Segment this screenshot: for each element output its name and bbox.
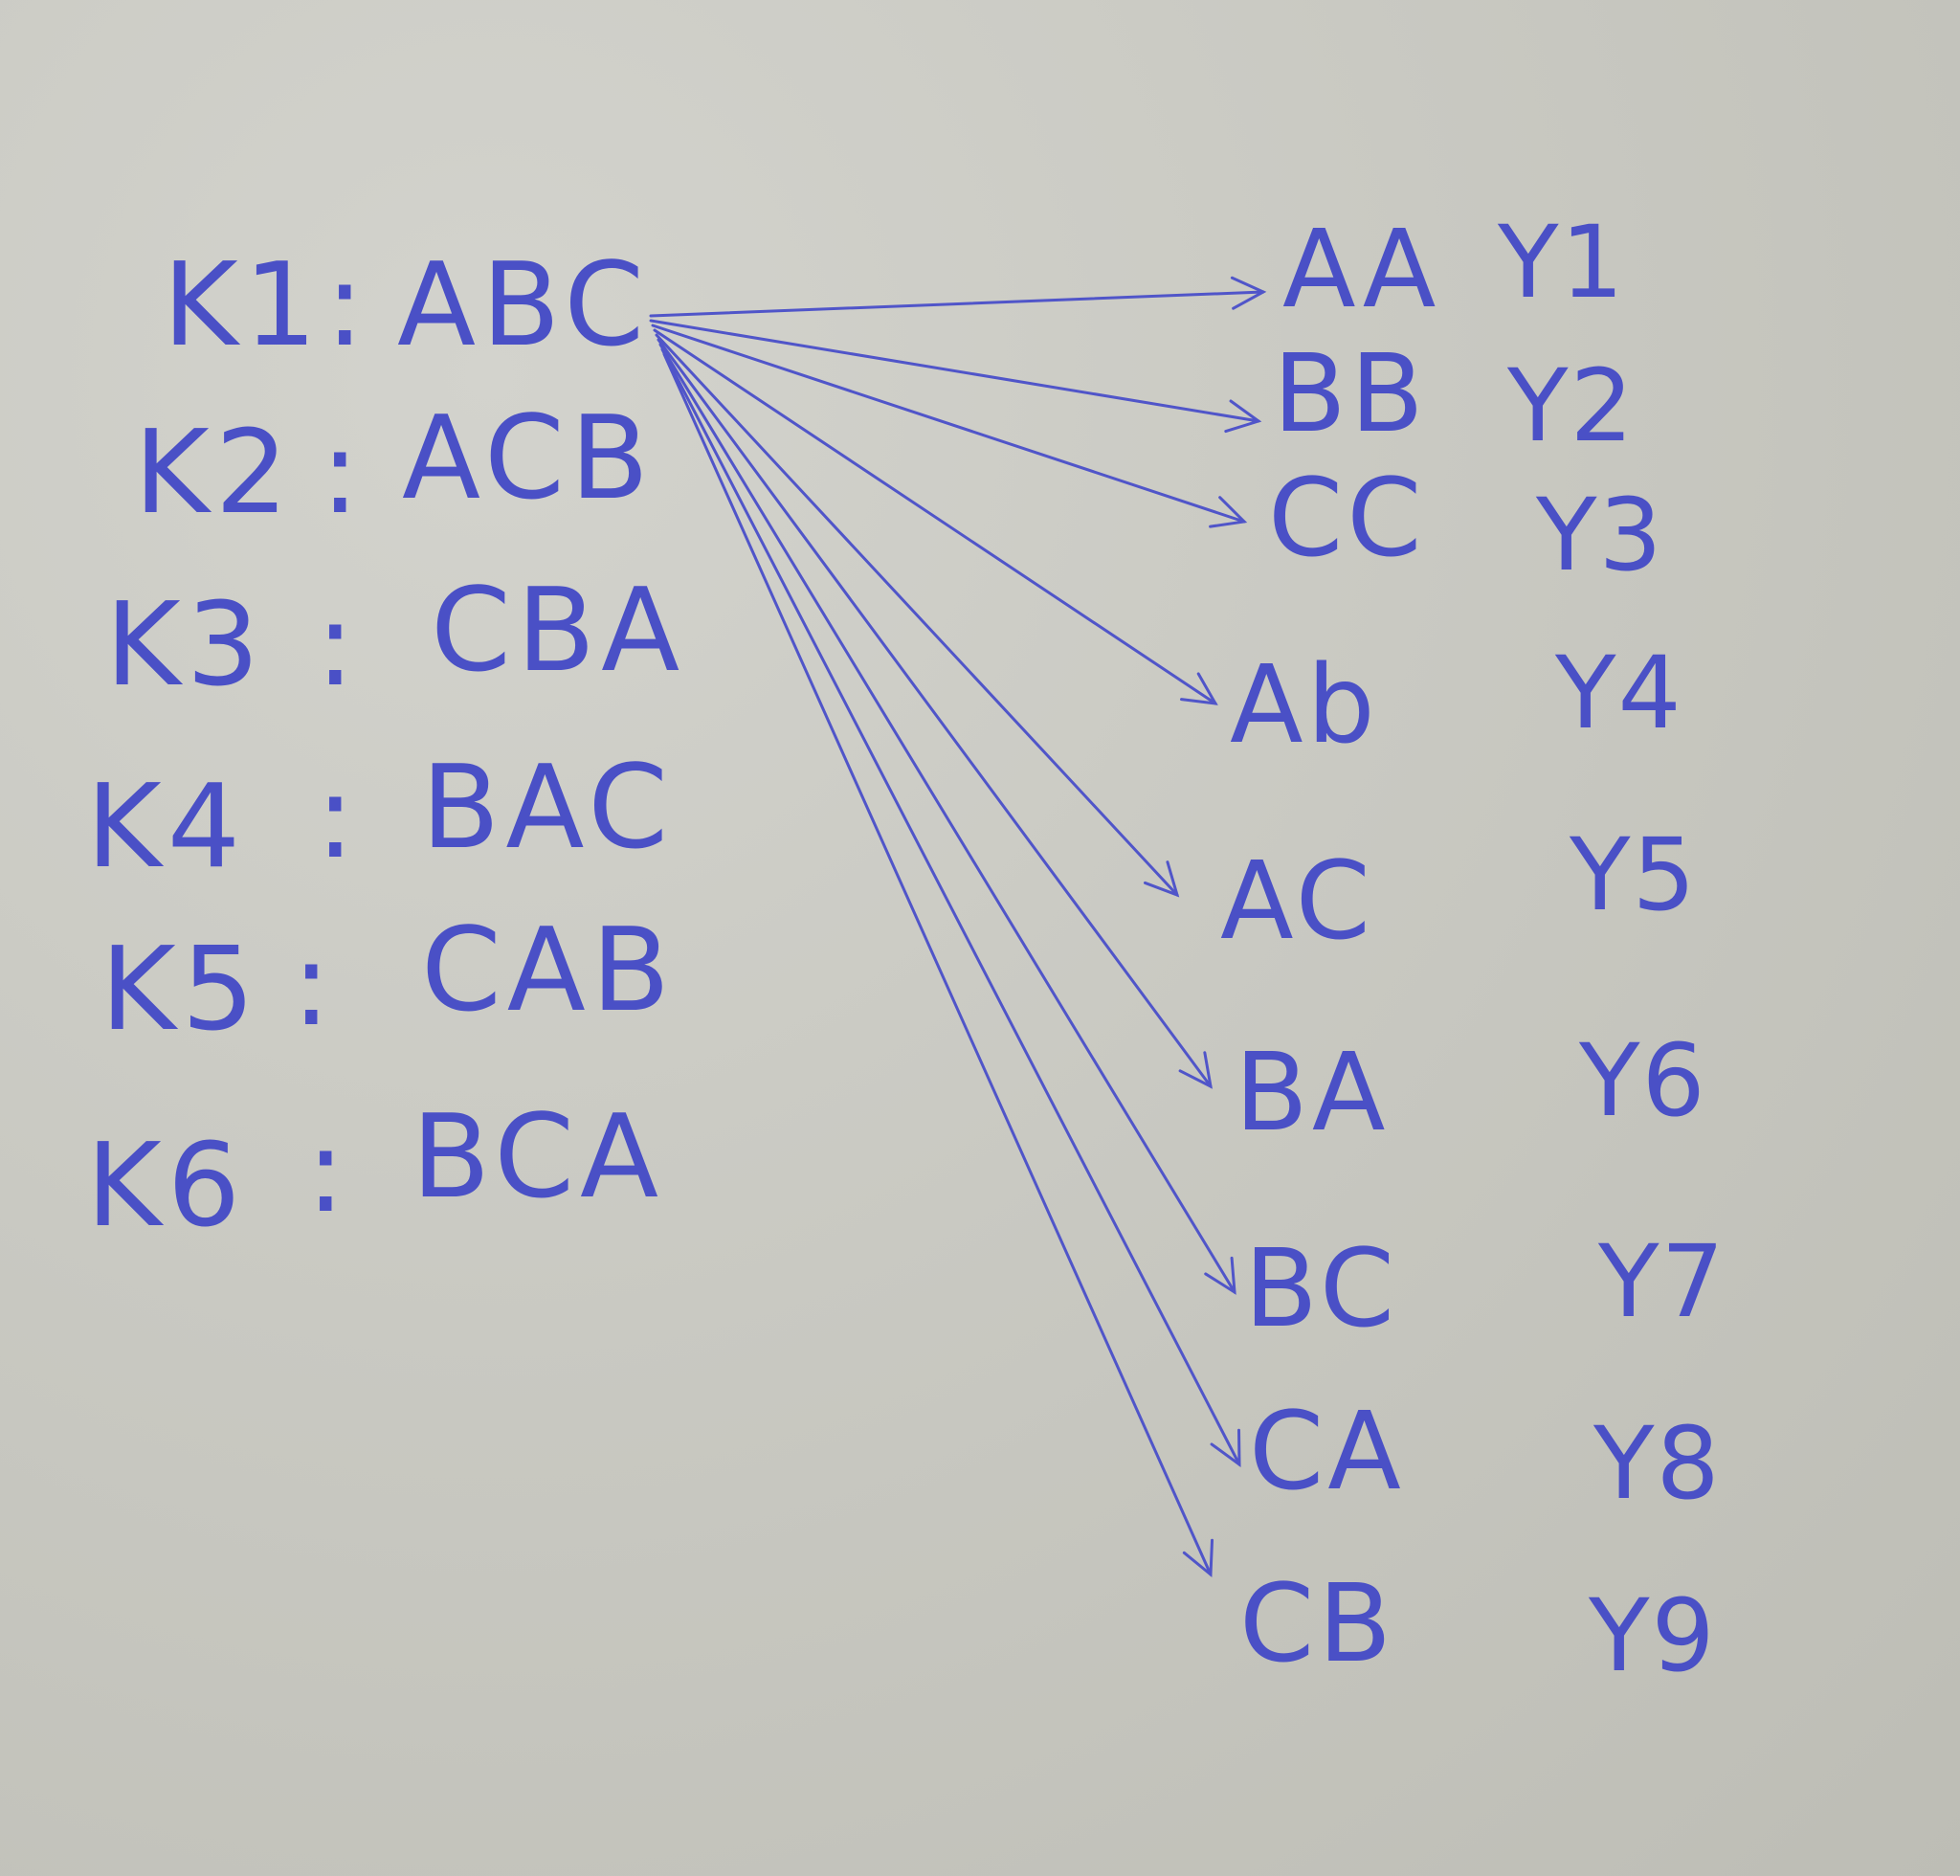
arrow-group — [649, 276, 1267, 1578]
arrow-to-aa — [649, 276, 1267, 318]
key-separator: : — [306, 1106, 350, 1239]
key-label: K5 — [100, 924, 260, 1057]
key-row: K3 : CBA — [105, 565, 685, 712]
arrow-to-bb — [649, 319, 1262, 434]
key-row: K2 : ACB — [134, 392, 655, 540]
target-pair: BB — [1273, 332, 1428, 457]
target-pair: Ab — [1230, 643, 1379, 768]
key-permutation: ABC — [397, 239, 650, 372]
target-list: AA BB CC Ab AC BA BC CA CB — [1220, 208, 1439, 1686]
y-label: Y1 — [1497, 204, 1626, 321]
arrow-to-cc — [651, 324, 1248, 528]
y-label: Y9 — [1588, 1577, 1717, 1694]
arrow-to-ca — [660, 347, 1241, 1467]
key-permutation: BCA — [412, 1091, 664, 1224]
key-label: K4 — [86, 761, 246, 894]
key-separator: : — [292, 919, 336, 1052]
key-row: K6 : BCA — [86, 1091, 664, 1253]
key-separator: : — [321, 407, 365, 540]
key-label: K3 — [105, 579, 265, 712]
target-pair: BA — [1235, 1031, 1389, 1155]
arrow-to-ab — [653, 328, 1218, 705]
key-separator: : — [316, 579, 360, 712]
target-pair: AA — [1282, 208, 1439, 332]
key-row: K1 : ABC — [163, 239, 650, 372]
key-permutation: BAC — [421, 742, 674, 875]
key-separator: : — [316, 751, 360, 884]
key-list: K1 : ABC K2 : ACB K3 : CBA K4 : BAC K5 :… — [86, 239, 685, 1253]
target-pair: BC — [1244, 1227, 1398, 1351]
y-label: Y4 — [1554, 635, 1683, 751]
arrow-to-bc — [658, 343, 1236, 1295]
key-label: K1 — [163, 239, 323, 372]
arrow-to-cb — [662, 352, 1214, 1578]
arrow-to-ba — [657, 338, 1213, 1089]
key-label: K6 — [86, 1120, 246, 1253]
key-separator: : — [325, 239, 369, 372]
key-permutation: CAB — [421, 904, 676, 1038]
target-pair: CC — [1268, 457, 1425, 581]
y-label-list: Y1 Y2 Y3 Y4 Y5 Y6 Y7 Y8 Y9 — [1497, 204, 1726, 1694]
arrow-to-ac — [655, 333, 1180, 898]
y-label: Y7 — [1597, 1223, 1726, 1340]
key-permutation: ACB — [402, 392, 655, 525]
target-pair: AC — [1220, 839, 1374, 964]
key-row: K4 : BAC — [86, 742, 674, 894]
y-label: Y3 — [1535, 477, 1664, 593]
key-row: K5 : CAB — [100, 904, 676, 1057]
target-pair: CA — [1249, 1390, 1405, 1514]
key-label: K2 — [134, 407, 294, 540]
y-label: Y6 — [1578, 1022, 1707, 1139]
target-pair: CB — [1239, 1562, 1395, 1686]
y-label: Y5 — [1569, 816, 1698, 933]
key-permutation: CBA — [431, 565, 685, 698]
y-label: Y8 — [1592, 1405, 1722, 1522]
y-label: Y2 — [1506, 347, 1636, 464]
